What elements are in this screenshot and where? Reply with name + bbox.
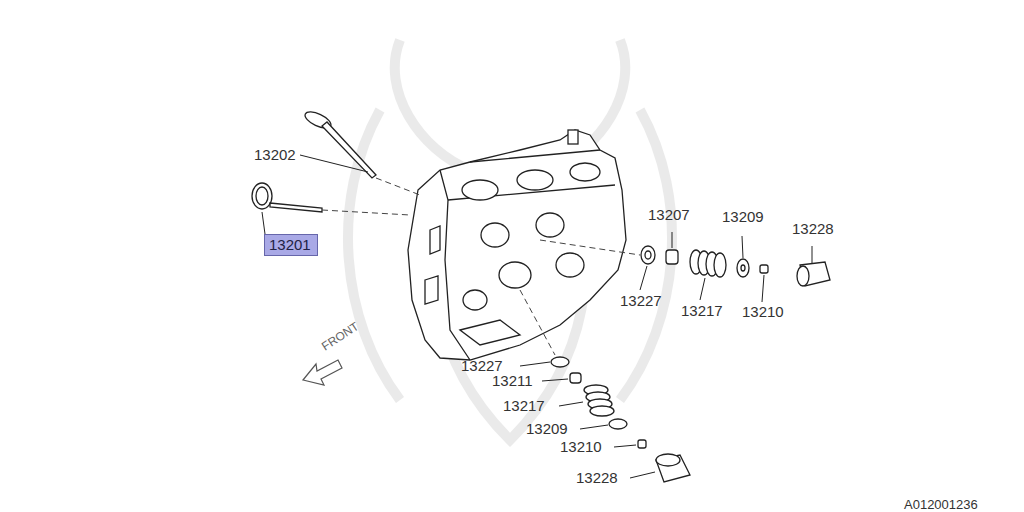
direction-label: FRONT <box>318 317 362 355</box>
callout-number: 13207 <box>648 206 690 224</box>
highlighted-part-box: 13201 <box>264 234 318 256</box>
callout-number: 13211 <box>492 372 533 390</box>
callout-number: 13202 <box>254 146 296 164</box>
callout-number: 13217 <box>503 397 545 415</box>
callout-number: 13228 <box>576 469 618 487</box>
watermark-emblem <box>348 40 672 440</box>
leader-lines <box>262 155 812 478</box>
diagram-code: A012001236 <box>904 496 978 512</box>
callout-number: 13209 <box>722 208 764 226</box>
callout-number: 13210 <box>560 438 602 456</box>
dashed-guides <box>322 178 640 355</box>
callout-number: 13209 <box>526 420 568 438</box>
cylinder-head <box>408 130 626 360</box>
valves <box>252 109 376 212</box>
callout-number: 13227 <box>620 292 662 310</box>
callout-number: 13217 <box>681 302 723 320</box>
valve-parts-lower <box>551 357 690 482</box>
callout-number: 13210 <box>742 303 784 321</box>
callout-number: 13228 <box>792 220 834 238</box>
front-arrow <box>303 360 342 385</box>
valve-parts-right <box>641 246 830 286</box>
part-number: 13201 <box>269 236 311 254</box>
